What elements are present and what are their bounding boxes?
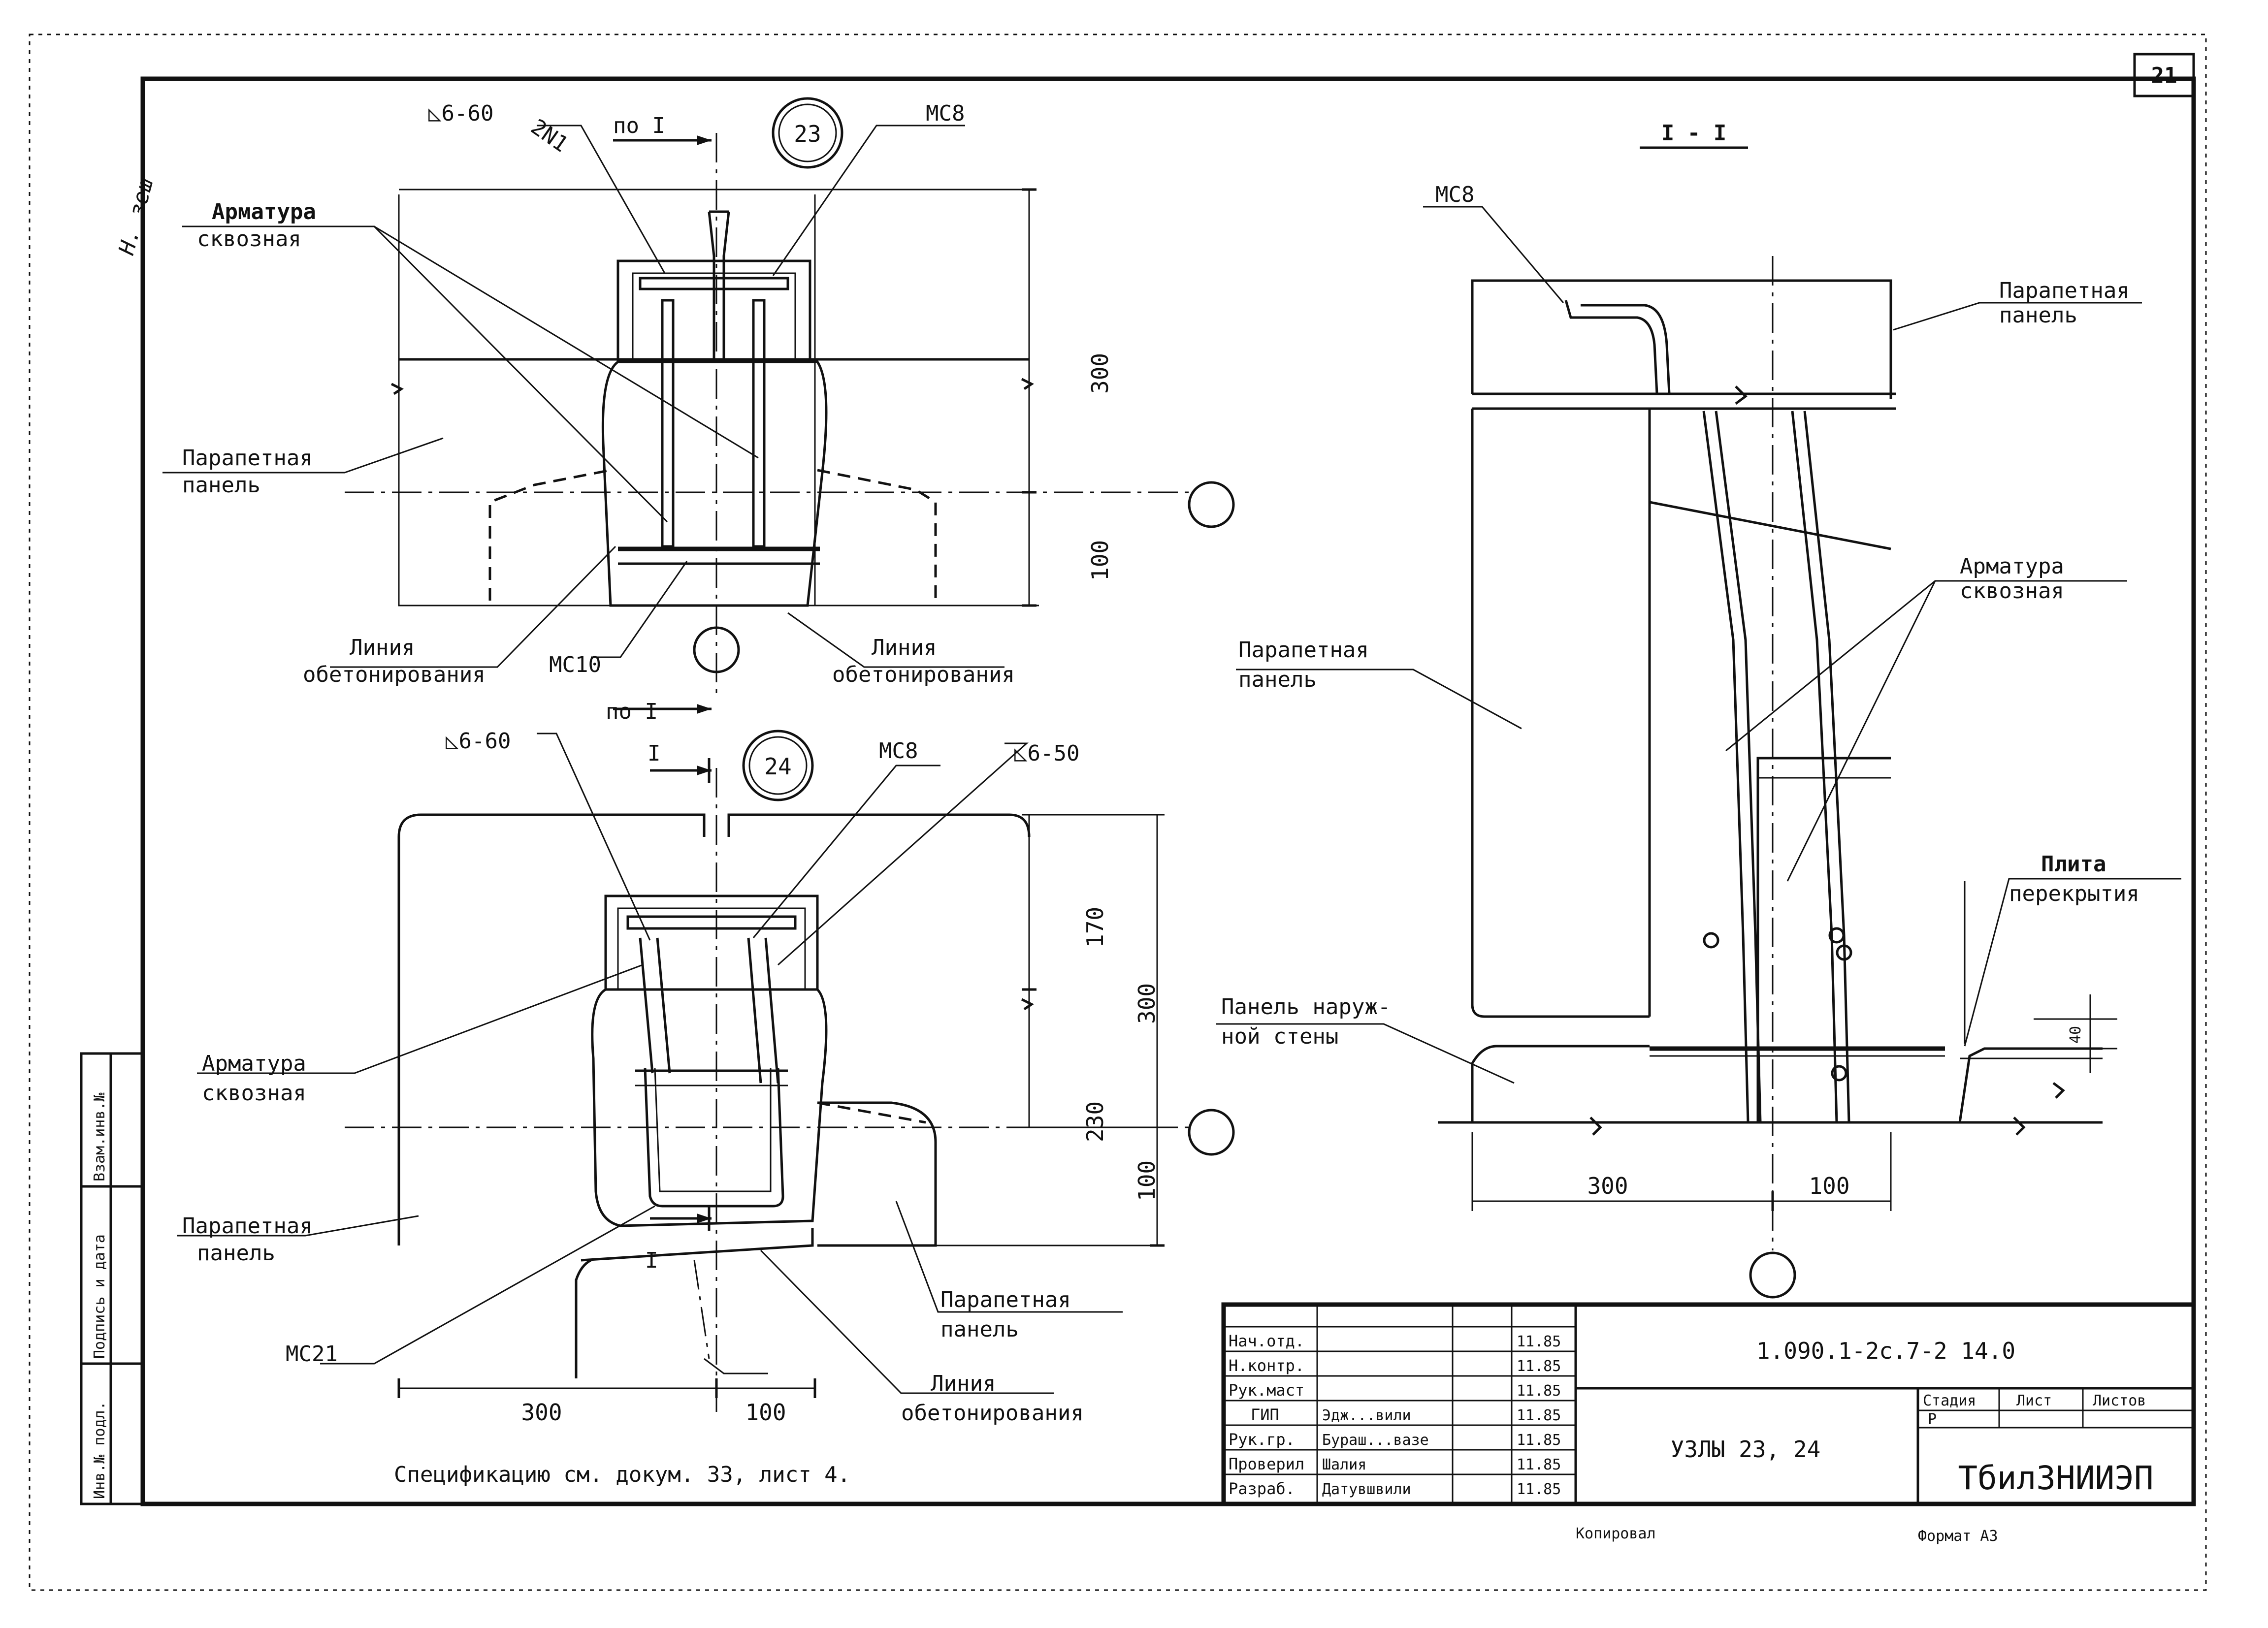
drawing-frame xyxy=(140,76,2196,1506)
node-24-weld-left: ◺6-60 xyxy=(446,729,511,754)
node-24-dim-100: 100 xyxy=(1134,1160,1160,1201)
section-title: I - I xyxy=(1661,121,1726,146)
title-date-7: 11.85 xyxy=(1517,1481,1561,1498)
side-stamp-cell-1: Взам.инв.№ xyxy=(91,1092,108,1181)
node-24-panel-right-2: панель xyxy=(940,1317,1019,1342)
node-24-dim-bottom-300: 300 xyxy=(521,1399,562,1426)
node-23-concrete-right-2: обетонирования xyxy=(832,662,1015,687)
node-24-rebar-label-1: Арматура xyxy=(202,1051,306,1076)
node-24-mesh-bottom: МС21 xyxy=(286,1341,338,1367)
node-23-dim-100: 100 xyxy=(1087,540,1113,581)
node-23-mark: 23 xyxy=(794,121,821,147)
title-col-sheet: Лист xyxy=(2016,1392,2052,1409)
node-23-weld-label: ◺6-60 xyxy=(428,101,493,126)
node-23-concrete-right-1: Линия xyxy=(872,635,937,660)
title-role-6: Проверил xyxy=(1229,1455,1304,1473)
node-24-mark: 24 xyxy=(764,753,791,780)
title-drawing-title: УЗЛЫ 23, 24 xyxy=(1671,1436,1821,1463)
section-dim-300: 300 xyxy=(1587,1173,1628,1199)
title-doc-code: 1.090.1-2с.7-2 14.0 xyxy=(1756,1338,2015,1364)
node-23-bar-2n1: 2N1 xyxy=(526,114,573,157)
title-col-sheets: Листов xyxy=(2093,1392,2146,1409)
format-label: Формат А3 xyxy=(1918,1528,1998,1545)
section-drawing xyxy=(1216,146,2181,1299)
node-24-dim-300: 300 xyxy=(1134,983,1160,1024)
node-24-mesh-top: МС8 xyxy=(879,738,918,764)
section-dim-small: 40 xyxy=(2067,1026,2084,1044)
node-23-section-ref-top: по I xyxy=(613,113,665,138)
node-24-drawing: 24 xyxy=(177,730,1235,1418)
section-rebar-1: Арматура xyxy=(1960,554,2064,579)
copied-label: Копировал xyxy=(1576,1525,1656,1542)
section-panel-mid-1: Парапетная xyxy=(1238,638,1369,663)
title-col-stage: Стадия xyxy=(1923,1392,1976,1409)
title-org: ТбилЗНИИЭП xyxy=(1958,1459,2153,1497)
title-role-4: ГИП xyxy=(1251,1405,1279,1424)
node-23-rebar-label-1: Арматура xyxy=(212,199,316,224)
title-date-3: 11.85 xyxy=(1517,1382,1561,1400)
title-date-5: 11.85 xyxy=(1517,1432,1561,1449)
title-name-4: Эдж...вили xyxy=(1322,1407,1411,1424)
title-name-7: Датувшвили xyxy=(1322,1481,1411,1498)
node-24-concrete-2: обетонирования xyxy=(901,1401,1084,1426)
title-name-5: Бураш...вазе xyxy=(1322,1432,1429,1449)
spec-note: Спецификацию см. докум. 33, лист 4. xyxy=(394,1462,850,1487)
title-role-7: Разраб. xyxy=(1229,1479,1295,1498)
title-stage-value: Р xyxy=(1928,1411,1937,1428)
title-date-2: 11.85 xyxy=(1517,1358,1561,1375)
side-stamp-cell-2: Подпись и дата xyxy=(91,1234,108,1359)
node-24-concrete-1: Линия xyxy=(931,1371,996,1396)
side-stamp-cell-3: Инв.№ подл. xyxy=(91,1401,108,1499)
title-role-2: Н.контр. xyxy=(1229,1356,1304,1375)
title-role-1: Нач.отд. xyxy=(1229,1332,1304,1350)
sheet-number-box xyxy=(2133,53,2195,97)
margin-signature: Н. зеш xyxy=(114,175,159,258)
section-panel-top-2: панель xyxy=(1999,303,2077,328)
node-24-dim-170: 170 xyxy=(1082,907,1108,948)
section-mesh-label: МС8 xyxy=(1435,182,1474,207)
section-slab-1: Плита xyxy=(2041,852,2106,877)
node-23-panel-label-2: панель xyxy=(182,473,260,498)
side-stamp: Взам.инв.№ Подпись и дата Инв.№ подл. xyxy=(80,1052,144,1505)
node-23-mesh-bottom: МС10 xyxy=(549,652,601,677)
node-23-rebar-label-2: сквозная xyxy=(197,226,301,252)
title-name-6: Шалия xyxy=(1322,1456,1366,1473)
node-23-concrete-left-1: Линия xyxy=(350,635,415,660)
node-24-section-mark-bottom: I xyxy=(645,1248,658,1273)
node-23-section-ref-bottom: по I xyxy=(606,699,658,724)
title-role-3: Рук.маст xyxy=(1229,1381,1304,1400)
section-panel-top-1: Парапетная xyxy=(1999,278,2130,303)
node-23-dim-300: 300 xyxy=(1087,353,1113,394)
section-wall-1: Панель наруж- xyxy=(1221,994,1391,1020)
node-24-section-mark: I xyxy=(648,741,661,766)
sheet-outer-border xyxy=(29,33,2207,1591)
node-24-panel-right-1: Парапетная xyxy=(940,1287,1071,1312)
node-23-mesh-top: МС8 xyxy=(926,101,965,126)
node-23-panel-label-1: Парапетная xyxy=(182,446,313,471)
section-slab-2: перекрытия xyxy=(2009,881,2139,906)
section-wall-2: ной стены xyxy=(1221,1024,1338,1049)
node-24-weld-right: ◺6-50 xyxy=(1014,741,1079,766)
node-24-dim-bottom-100: 100 xyxy=(745,1399,786,1426)
sheet-number: 21 xyxy=(2151,63,2177,88)
title-date-4: 11.85 xyxy=(1517,1407,1561,1424)
node-23-concrete-left-2: обетонирования xyxy=(303,662,486,687)
section-dim-100: 100 xyxy=(1809,1173,1849,1199)
node-24-panel-left-1: Парапетная xyxy=(182,1213,313,1239)
node-24-panel-left-2: панель xyxy=(197,1241,275,1266)
title-block xyxy=(1221,1302,2196,1506)
section-panel-mid-2: панель xyxy=(1238,667,1317,692)
title-date-1: 11.85 xyxy=(1517,1333,1561,1350)
title-role-5: Рук.гр. xyxy=(1229,1430,1295,1449)
title-date-6: 11.85 xyxy=(1517,1456,1561,1473)
section-rebar-2: сквозная xyxy=(1960,578,2064,604)
node-24-dim-230: 230 xyxy=(1082,1101,1108,1142)
node-23-drawing: 23 xyxy=(162,97,1235,714)
node-24-rebar-label-2: сквозная xyxy=(202,1081,306,1106)
